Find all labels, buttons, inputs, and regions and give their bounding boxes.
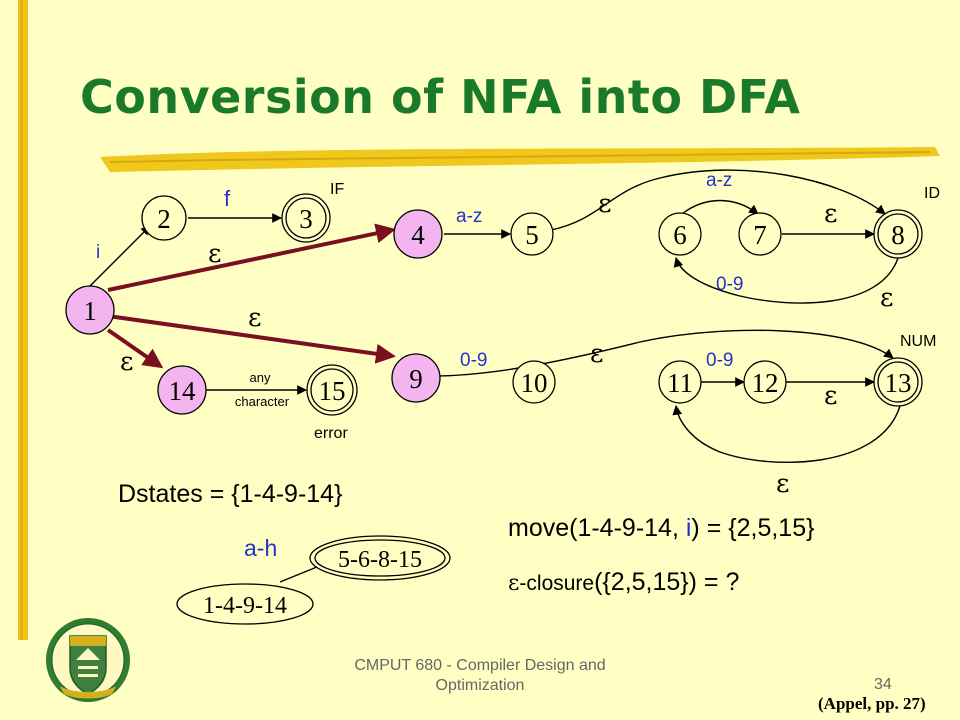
dfa-edge-label: a-h: [244, 535, 277, 561]
dstates-text: Dstates = {1-4-9-14}: [118, 480, 343, 508]
closure-word: -closure: [519, 572, 595, 595]
edge-1-9: [107, 314, 396, 364]
state-7: 7: [738, 212, 782, 256]
svg-text:15: 15: [319, 376, 346, 406]
svg-text:10: 10: [521, 368, 548, 398]
svg-text:7: 7: [753, 220, 767, 250]
edge-5-8: [550, 169, 886, 231]
svg-text:13: 13: [885, 368, 912, 398]
closure-rest: ({2,5,15}) = ?: [594, 568, 740, 596]
left-stripe-decoration: [18, 0, 28, 640]
svg-text:3: 3: [299, 204, 313, 234]
svg-text:1: 1: [83, 296, 97, 326]
edge-label-eps-9-13: ε: [590, 339, 603, 369]
edge-label-eps-8-6: ε: [880, 283, 893, 313]
state-5: 5: [510, 212, 554, 256]
svg-text:5-6-8-15: 5-6-8-15: [338, 547, 422, 573]
move-symbol: i: [685, 514, 692, 542]
dfa-state-from: 1-4-9-14: [176, 583, 314, 625]
state-3: 3: [281, 193, 331, 243]
start-epsilon-edges: [106, 223, 396, 369]
svg-text:2: 2: [157, 204, 171, 234]
svg-text:8: 8: [891, 220, 905, 250]
edge-6-7: [681, 199, 759, 215]
footer-course: CMPUT 680 - Compiler Design and Optimiza…: [354, 657, 606, 694]
edge-label-eps-7-8: ε: [824, 199, 837, 229]
edge-label-f: f: [224, 186, 231, 211]
move-suffix: ) = {2,5,15}: [691, 514, 815, 542]
edge-label-az-67: a-z: [706, 170, 732, 191]
svg-text:9: 9: [409, 364, 423, 394]
epsilon-labels: ε ε ε ε ε ε ε ε ε: [120, 189, 893, 499]
state-8: 8: [873, 209, 923, 259]
state-4: 4: [393, 209, 443, 259]
edge-labels: i f a-z a-z 0-9 0-9 0-9: [96, 170, 743, 371]
edge-label-eps-12-13: ε: [824, 381, 837, 411]
state-13: 13: [873, 357, 923, 407]
nfa-edges: [87, 169, 901, 463]
edge-label-09-910: 0-9: [460, 350, 487, 371]
dfa-fragment: 5-6-8-15 1-4-9-14 a-h: [176, 535, 451, 625]
svg-text:11: 11: [667, 368, 693, 398]
state-12: 12: [743, 360, 787, 404]
university-crest-logo: [46, 618, 130, 702]
edge-label-eps-13-11: ε: [776, 469, 789, 499]
edge-labels-any-character: any character: [235, 370, 290, 409]
edge-1-4: [107, 223, 396, 292]
citation: (Appel, pp. 27): [818, 694, 926, 713]
state-11: 11: [658, 360, 702, 404]
edge-8-6: [673, 257, 899, 304]
closure-expression: ε-closure({2,5,15}) = ?: [508, 568, 739, 597]
edge-label-character: character: [235, 394, 290, 409]
edge-label-09-1112: 0-9: [706, 350, 733, 371]
edge-1-2: [87, 225, 151, 289]
state-9: 9: [391, 353, 441, 403]
closure-epsilon: ε: [508, 571, 520, 596]
token-label-num: NUM: [900, 333, 936, 350]
edge-label-az-45: a-z: [456, 206, 482, 227]
edge-9-13: [431, 329, 894, 377]
edge-1-14: [106, 328, 164, 369]
edge-label-any: any: [250, 370, 271, 385]
edge-label-i: i: [96, 242, 100, 263]
edge-label-eps-1-4: ε: [208, 239, 221, 269]
move-expression: move(1-4-9-14, i) = {2,5,15}: [508, 514, 814, 543]
state-15: 15: [306, 364, 358, 416]
edge-label-eps-1-9: ε: [248, 303, 261, 333]
edge-13-11: [672, 405, 901, 463]
state-1: 1: [65, 285, 115, 335]
edge-label-09-86: 0-9: [716, 274, 743, 295]
nfa-states: 2 3 4 5 6 7: [65, 193, 923, 416]
state-14: 14: [157, 365, 207, 415]
move-prefix: move(1-4-9-14,: [508, 514, 686, 542]
state-2: 2: [141, 195, 187, 241]
edge-label-eps-5-8: ε: [598, 189, 611, 219]
svg-text:1-4-9-14: 1-4-9-14: [203, 593, 287, 619]
svg-text:5: 5: [525, 220, 539, 250]
svg-text:4: 4: [411, 220, 425, 250]
token-label-if: IF: [330, 181, 344, 198]
page-number: 34: [874, 676, 892, 693]
svg-text:14: 14: [169, 376, 197, 406]
dfa-state-to: 5-6-8-15: [309, 535, 451, 581]
token-label-error: error: [314, 425, 348, 442]
edge-label-eps-1-14: ε: [120, 347, 133, 377]
slide-title: Conversion of NFA into DFA: [80, 70, 801, 124]
state-6: 6: [658, 212, 702, 256]
state-10: 10: [512, 360, 556, 404]
title-underline-decoration: [100, 147, 940, 172]
token-label-id: ID: [924, 185, 940, 202]
token-labels: IF ID NUM error: [314, 181, 940, 442]
svg-text:12: 12: [752, 368, 779, 398]
svg-text:6: 6: [673, 220, 687, 250]
